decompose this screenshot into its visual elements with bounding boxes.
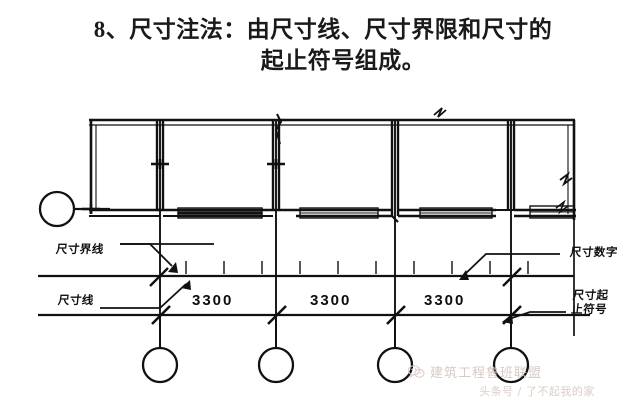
leader-dimension-number — [459, 253, 560, 280]
extension-lines — [159, 120, 575, 336]
dimension-value-3: 3300 — [424, 292, 466, 309]
window-opening-2 — [299, 207, 379, 219]
exterior-wall-right — [567, 120, 576, 220]
leader-arrow-dimension — [181, 280, 191, 290]
page-title: 8、尺寸注法：由尺寸线、尺寸界限和尺寸的 起止符号组成。 — [0, 14, 640, 76]
annotation-terminator-line-1: 尺寸起 — [572, 288, 610, 302]
grid-bubble-3 — [376, 315, 414, 384]
leader-extension-line — [120, 243, 214, 267]
annotation-terminator-line-2: 止符号 — [570, 302, 608, 316]
annotation-dimension-line: 尺寸线 — [57, 293, 95, 307]
dimension-value-1: 3300 — [192, 292, 234, 309]
exterior-wall-left — [89, 120, 97, 214]
annotation-terminator-symbol: 尺寸起 止符号 — [571, 288, 610, 316]
page-title-line-2: 起止符号组成。 — [260, 48, 426, 73]
break-symbol-1 — [274, 113, 283, 145]
break-symbol-2 — [433, 107, 447, 118]
window-opening-4 — [529, 205, 575, 219]
break-symbol-4 — [555, 199, 569, 215]
annotation-extension-line: 尺寸界线 — [55, 242, 105, 256]
window-opening-1 — [177, 207, 263, 219]
leader-arrow-extension — [168, 262, 178, 273]
annotation-dimension-number: 尺寸数字 — [569, 245, 619, 259]
grid-bubble-4 — [492, 315, 530, 384]
grid-bubble-left — [38, 190, 110, 228]
grid-bubble-2 — [257, 315, 295, 384]
grid-bubble-1 — [141, 315, 179, 384]
dimension-value-2: 3300 — [310, 292, 352, 309]
window-opening-3 — [419, 207, 493, 219]
floor-plan-svg — [38, 107, 590, 384]
minor-tick-row — [185, 261, 529, 274]
exterior-wall-top — [89, 118, 575, 126]
interior-wall-b — [262, 120, 296, 217]
exterior-wall-bottom — [89, 208, 576, 218]
leader-dimension-line — [100, 283, 187, 309]
architectural-drawing — [0, 104, 640, 408]
page-title-line-1: 8、尺寸注法：由尺寸线、尺寸界限和尺寸的 — [93, 17, 553, 42]
break-symbol-3 — [559, 171, 573, 187]
